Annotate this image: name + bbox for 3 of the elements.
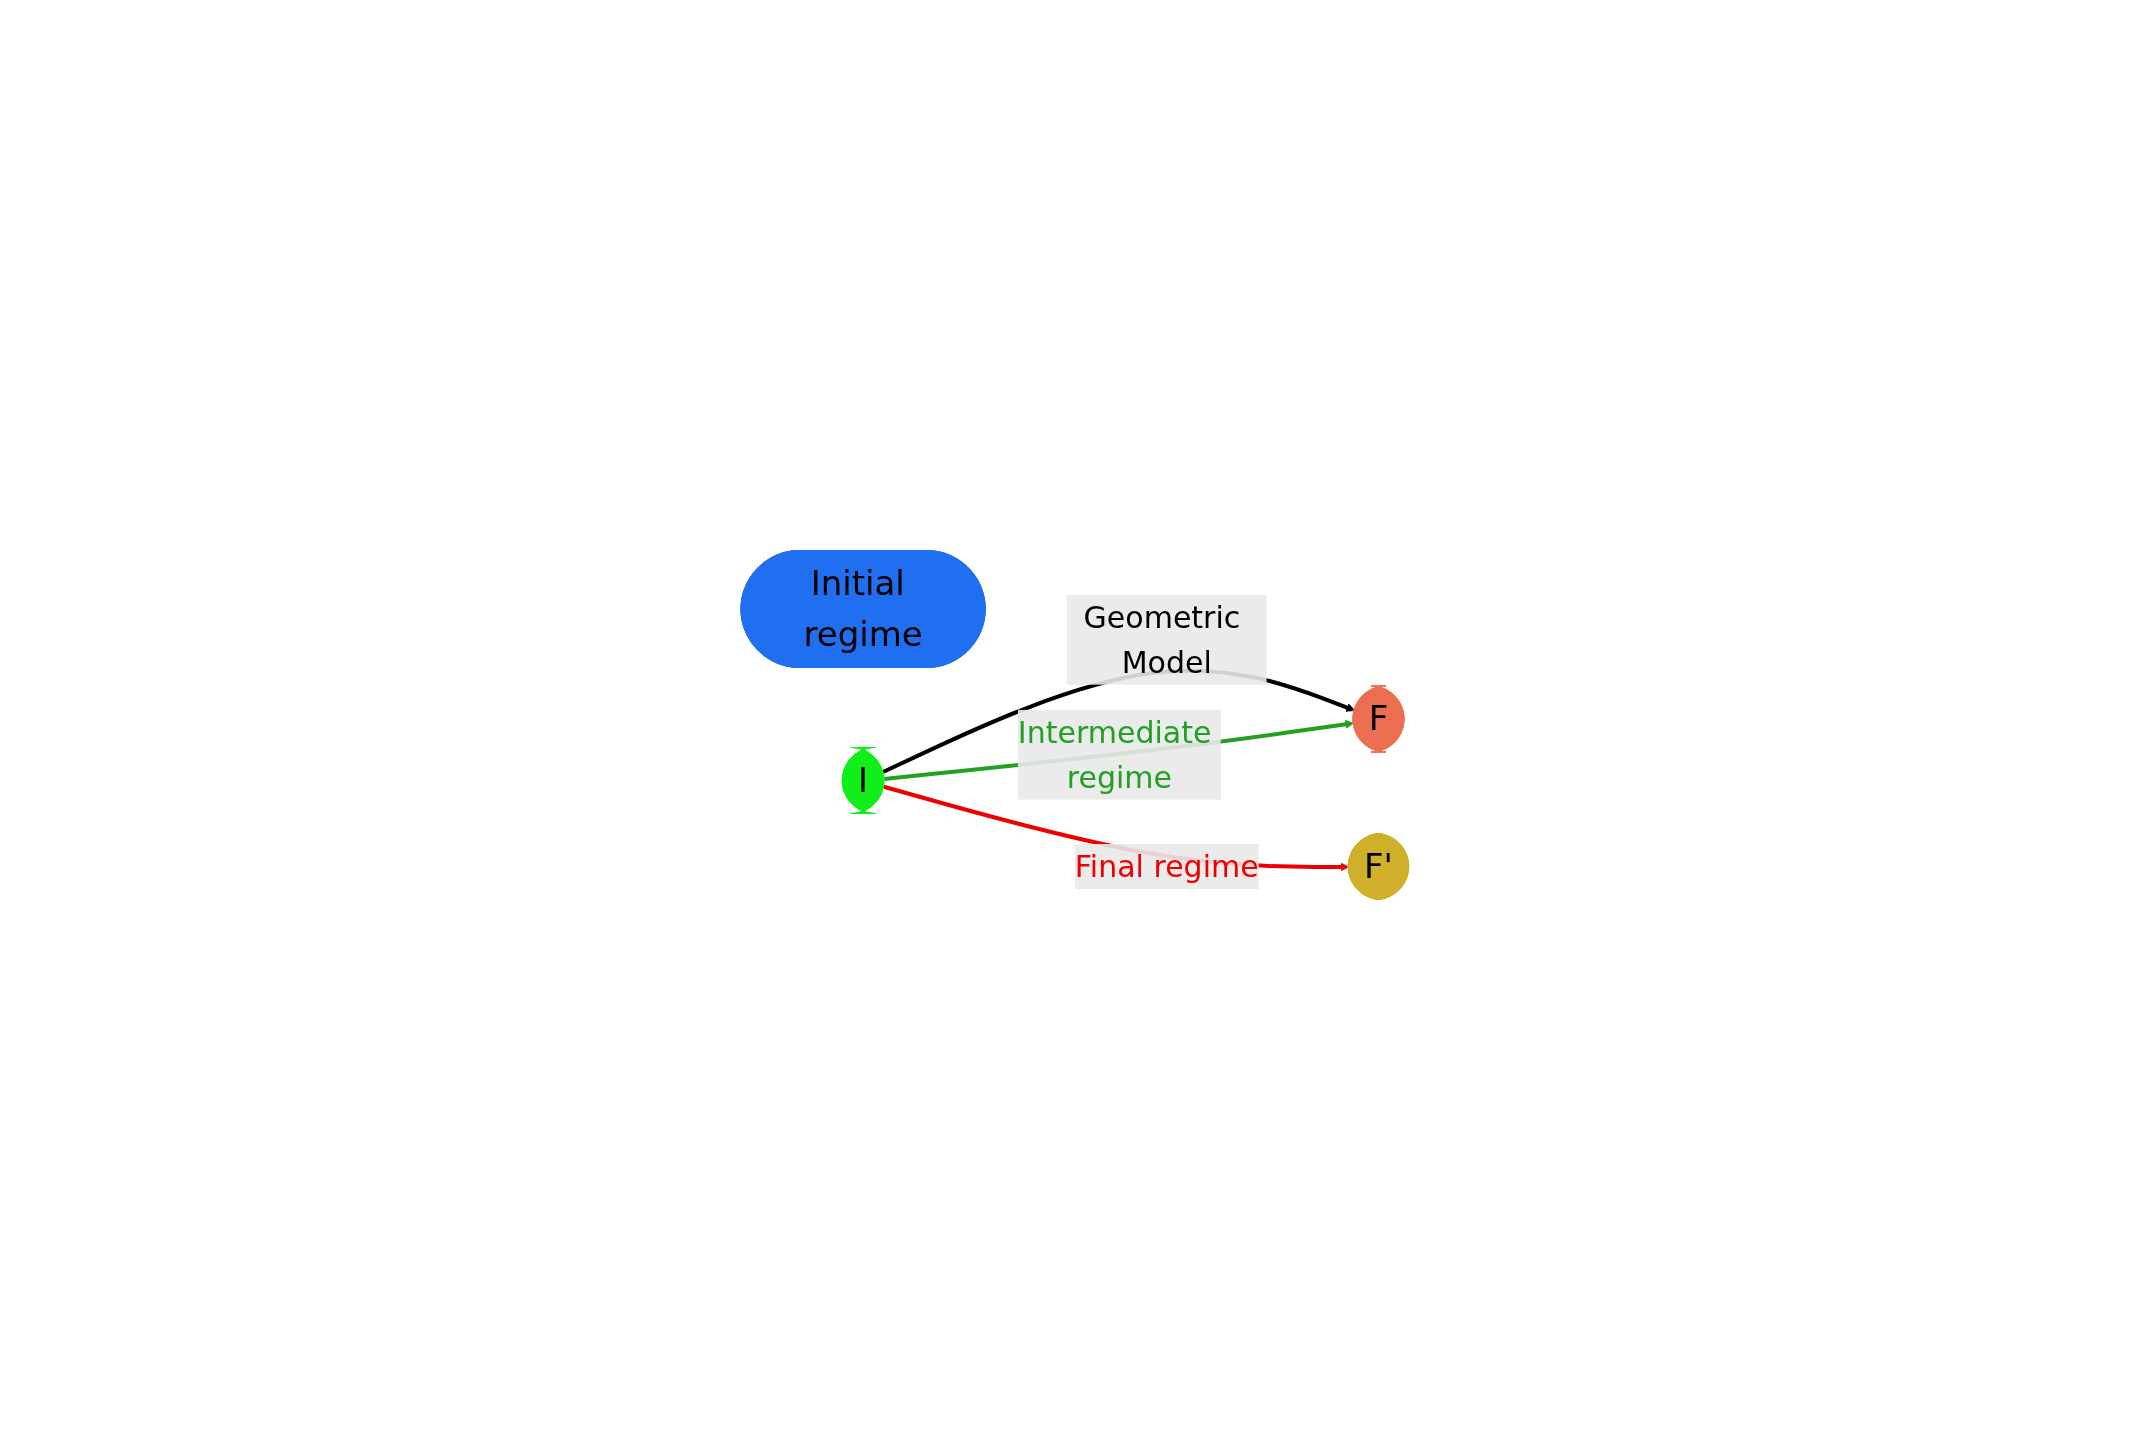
- edge-label: Geometric Model: [1083, 599, 1240, 680]
- edge-label: Intermediate regime: [1017, 714, 1212, 795]
- edge-label: Final regime: [1074, 848, 1259, 884]
